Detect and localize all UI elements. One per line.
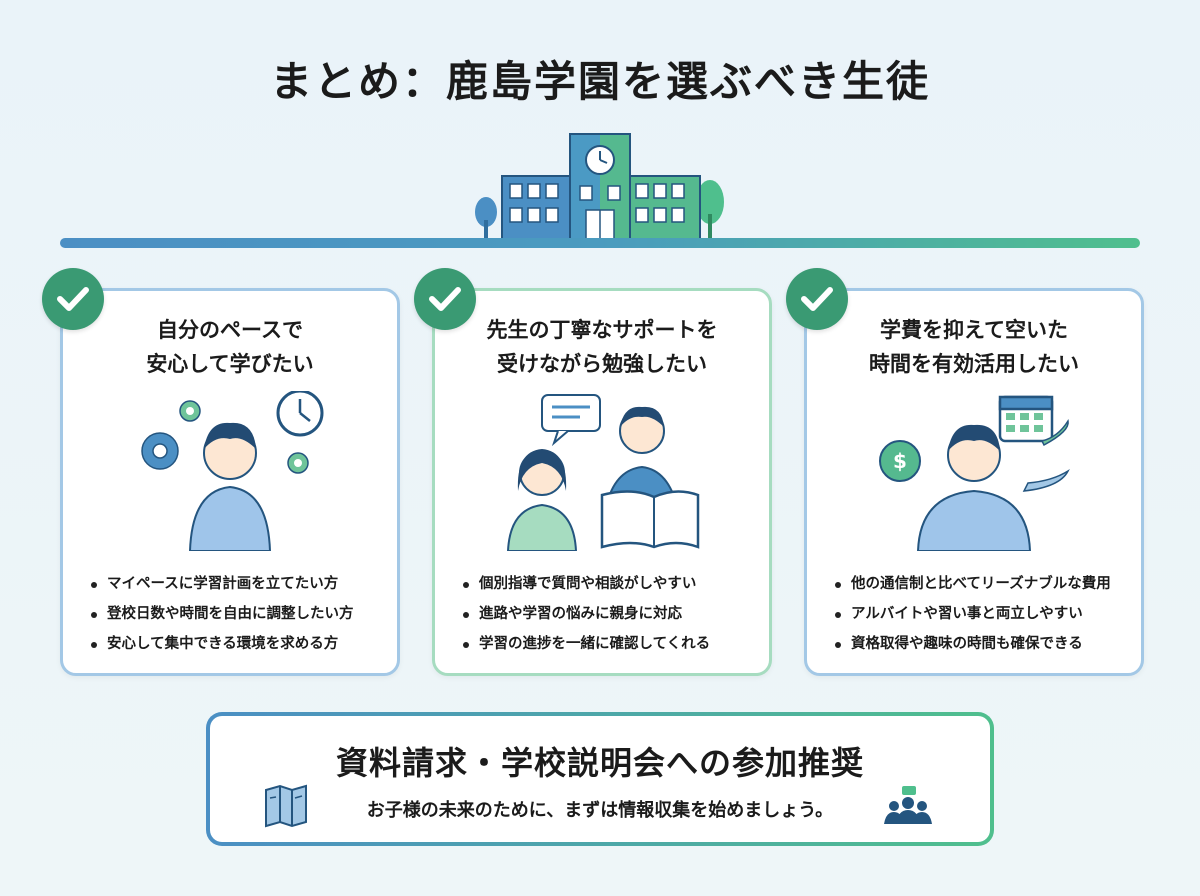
card-title: 学費を抑えて空いた 時間を有効活用したい [807,313,1141,381]
check-icon [42,268,104,330]
brochure-icon [265,784,307,828]
people-group-icon [884,786,932,824]
cta-subtitle: お子様の未来のために、まずは情報収集を始めましょう。 [366,800,834,821]
speech-bubble-icon [541,394,601,447]
page-title: まとめ：鹿島学園を選ぶべき生徒 [269,57,930,106]
card-title-line: 学費を抑えて空いた [880,318,1068,342]
cta-title: 資料請求・学校説明会への参加推奨 [335,744,864,782]
card-title-line: 安心して学びたい [146,352,314,376]
student-icon [188,422,272,551]
card-own-pace: 自分のペースで 安心して学びたい マイペースに学習計画を立てたい方 登校日数や時… [60,288,400,676]
list-item: マイペースに学習計画を立てたい方 [91,569,354,599]
bullet-list: マイペースに学習計画を立てたい方 登校日数や時間を自由に調整したい方 安心して集… [91,569,354,659]
list-item: アルバイトや習い事と両立しやすい [835,599,1111,629]
list-item: 安心して集中できる環境を求める方 [91,629,354,659]
card-title: 先生の丁寧なサポートを 受けながら勉強したい [435,313,769,381]
student-with-gears-illustration [141,391,324,551]
card-title-line: 受けながら勉強したい [497,352,707,376]
check-icon [786,268,848,330]
dollar-coin-icon: $ [879,440,921,482]
student-with-money-illustration: $ [879,395,1070,551]
list-item: 資格取得や趣味の時間も確保できる [835,629,1111,659]
list-item: 個別指導で質問や相談がしやすい [463,569,710,599]
school-building-icon [470,133,730,241]
list-item: 進路や学習の悩みに親身に対応 [463,599,710,629]
card-title-line: 自分のペースで [157,318,303,342]
card-affordable-tuition: 学費を抑えて空いた 時間を有効活用したい $ 他の通信制と比べてリーズナブルな費… [804,288,1144,676]
bullet-list: 他の通信制と比べてリーズナブルな費用 アルバイトや習い事と両立しやすい 資格取得… [835,569,1111,659]
wing-icon [1022,418,1070,492]
clock-icon [276,391,324,437]
open-book-icon [600,490,700,549]
check-icon [414,268,476,330]
divider-line [60,238,1140,248]
teacher-and-student-illustration [506,394,700,551]
student-icon [916,424,1032,551]
calendar-icon [998,395,1054,443]
bullet-list: 個別指導で質問や相談がしやすい 進路や学習の悩みに親身に対応 学習の進捗を一緒に… [463,569,710,659]
student-icon [506,449,578,551]
card-title: 自分のペースで 安心して学びたい [63,313,397,381]
cta-banner: 資料請求・学校説明会への参加推奨 お子様の未来のために、まずは情報収集を始めまし… [206,712,994,846]
card-teacher-support: 先生の丁寧なサポートを 受けながら勉強したい 個別指導で質問や相談がしやすい 進… [432,288,772,676]
list-item: 他の通信制と比べてリーズナブルな費用 [835,569,1111,599]
list-item: 登校日数や時間を自由に調整したい方 [91,599,354,629]
svg-text:$: $ [893,449,907,473]
card-title-line: 時間を有効活用したい [869,352,1079,376]
card-title-line: 先生の丁寧なサポートを [486,318,718,342]
list-item: 学習の進捗を一緒に確認してくれる [463,629,710,659]
